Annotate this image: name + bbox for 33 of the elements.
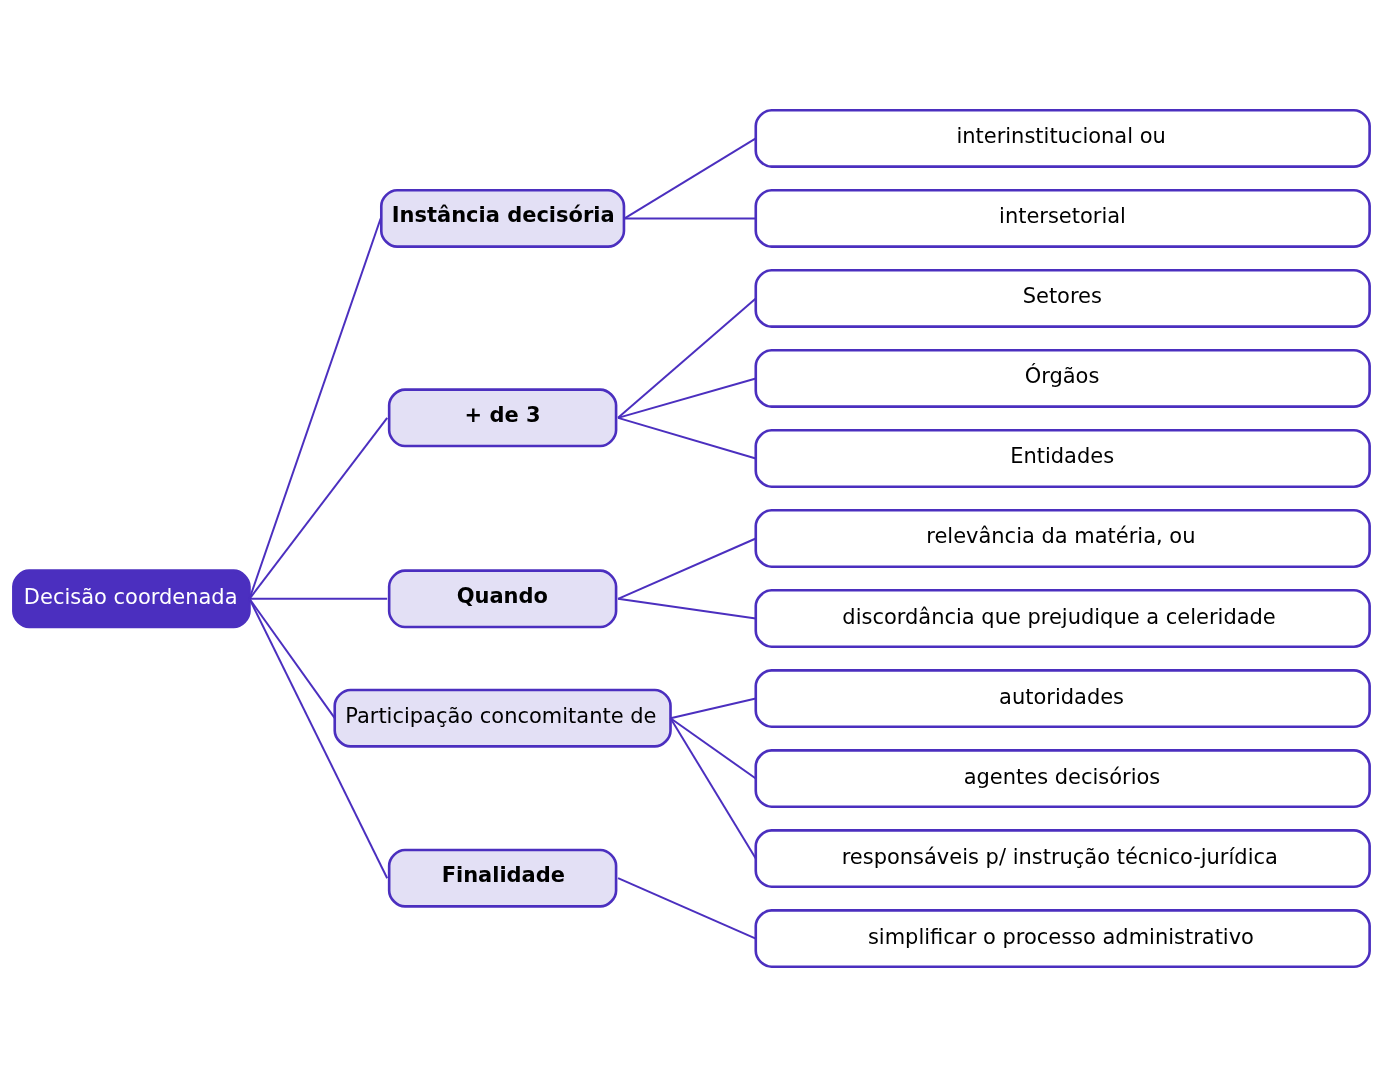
connector (248, 597, 389, 880)
node-box: Instância decisória (380, 188, 626, 248)
connector (623, 217, 757, 220)
connector (617, 597, 757, 620)
node-box: relevância da matéria, ou (754, 509, 1371, 568)
node-box: + de 3 (387, 388, 618, 448)
node-box: Decisão coordenada (12, 569, 251, 629)
connector (623, 137, 757, 220)
connector (669, 717, 757, 860)
node-box: autoridades (754, 669, 1371, 729)
connector (248, 416, 389, 600)
node-box: Participação concomitante de (333, 688, 672, 748)
node-box: discordância que prejudique a celeridade (754, 589, 1371, 648)
node-box: Quando (387, 569, 618, 629)
node-box: responsáveis p/ instrução técnico-jurídica (754, 829, 1371, 889)
connector (617, 297, 757, 419)
connector (248, 217, 382, 600)
connector (617, 416, 757, 460)
connector (617, 877, 757, 940)
connector (669, 717, 757, 780)
node-box: Órgãos (754, 348, 1371, 408)
node-box: agentes decisórios (754, 749, 1371, 809)
node-box: simplificar o processo administrativo (754, 909, 1371, 969)
connector (248, 597, 389, 600)
node-box: intersetorial (754, 188, 1371, 248)
connector (617, 377, 757, 419)
node-box: Setores (754, 268, 1371, 328)
node-box: interinstitucional ou (754, 108, 1371, 168)
node-box: Entidades (754, 429, 1371, 488)
node-box: Finalidade (387, 848, 618, 908)
connector (617, 537, 757, 600)
connector (248, 597, 336, 720)
connector (669, 697, 757, 720)
